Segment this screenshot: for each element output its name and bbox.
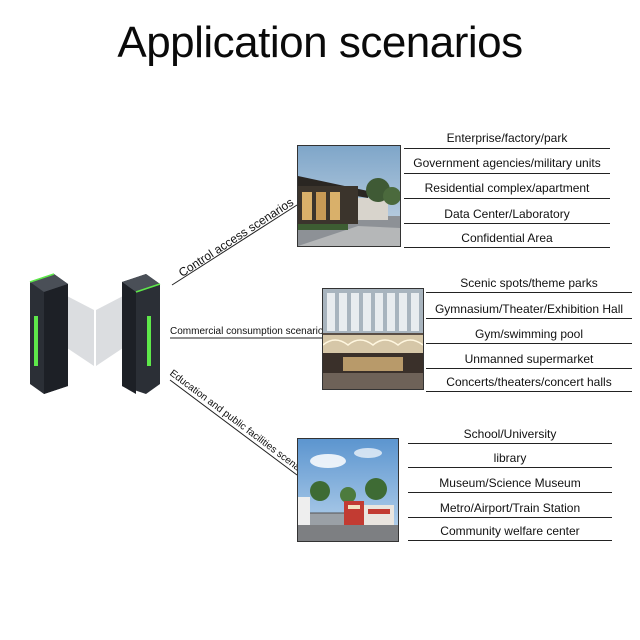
item-underline (426, 368, 632, 369)
scenario-item: Residential complex/apartment (424, 181, 590, 195)
scenario-item: Community welfare center (440, 524, 580, 538)
item-underline (426, 292, 632, 293)
scenario-item: library (493, 451, 527, 465)
item-underline (408, 517, 612, 518)
scenario-item: Government agencies/military units (413, 156, 601, 170)
item-underline (408, 492, 612, 493)
item-underline (404, 148, 610, 149)
scenario-item: School/University (463, 427, 557, 441)
scenario-item: Confidential Area (461, 231, 553, 245)
item-underline (404, 198, 610, 199)
scenario-item: Unmanned supermarket (464, 352, 594, 366)
item-underline (404, 247, 610, 248)
scenario-item: Metro/Airport/Train Station (439, 501, 581, 515)
branch-label-commercial: Commercial consumption scenarios (170, 326, 329, 337)
photo-exhibition-hall (322, 288, 424, 390)
photo-school-gate (297, 438, 399, 542)
item-underline (408, 443, 612, 444)
photo-office-building (297, 145, 401, 247)
item-underline (404, 173, 610, 174)
scenario-item: Data Center/Laboratory (444, 207, 570, 221)
item-underline (408, 540, 612, 541)
scenario-item: Scenic spots/theme parks (460, 276, 598, 290)
scenario-item: Concerts/theaters/concert halls (446, 375, 612, 389)
scenario-item: Museum/Science Museum (439, 476, 581, 490)
item-underline (426, 391, 632, 392)
scenario-item: Gymnasium/Theater/Exhibition Hall (434, 302, 624, 316)
scenario-item: Enterprise/factory/park (446, 131, 568, 145)
turnstile-gate-illustration (29, 273, 161, 394)
scenario-item: Gym/swimming pool (474, 327, 584, 341)
page-title: Application scenarios (117, 18, 523, 67)
item-underline (426, 343, 632, 344)
item-underline (408, 467, 612, 468)
item-underline (404, 223, 610, 224)
item-underline (426, 318, 632, 319)
